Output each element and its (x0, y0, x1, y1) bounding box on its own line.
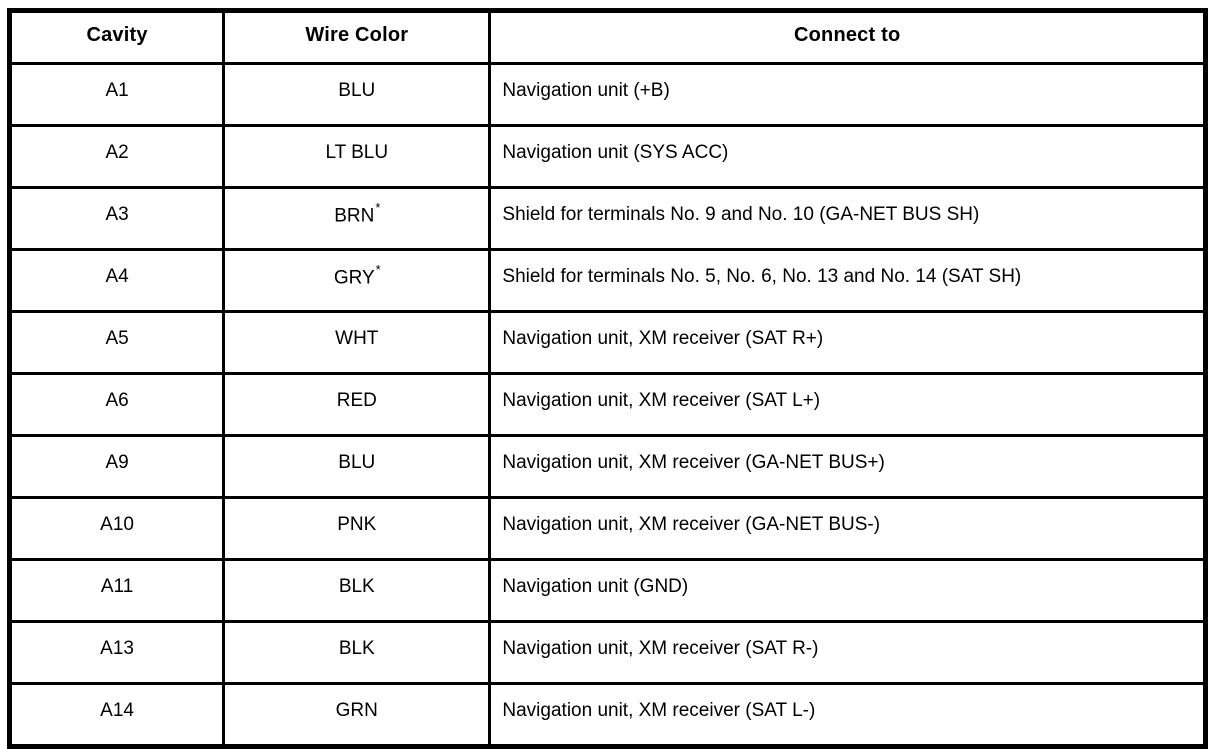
column-header-wire-color: Wire Color (222, 9, 492, 65)
footnote-asterisk: * (375, 261, 381, 277)
wire-color-cell: BLK (222, 558, 492, 623)
cavity-cell: A10 (7, 496, 226, 561)
connect-to-cell: Navigation unit, XM receiver (GA-NET BUS… (488, 434, 1207, 499)
wire-color-cell: BLU (222, 62, 492, 127)
connect-to-cell: Navigation unit (GND) (488, 558, 1207, 623)
connect-to-cell: Navigation unit, XM receiver (SAT R-) (488, 620, 1207, 685)
column-header-connect-to: Connect to (488, 9, 1207, 65)
cavity-cell: A2 (7, 124, 226, 189)
cavity-cell: A5 (7, 310, 226, 375)
table-header-row: Cavity Wire Color Connect to (7, 9, 1207, 65)
connect-to-cell: Navigation unit, XM receiver (SAT L-) (488, 682, 1207, 748)
wire-color-cell: PNK (222, 496, 492, 561)
wire-color-cell: WHT (222, 310, 492, 375)
connect-to-cell: Navigation unit, XM receiver (SAT L+) (488, 372, 1207, 437)
cavity-cell: A9 (7, 434, 226, 499)
cavity-cell: A1 (7, 62, 226, 127)
cavity-cell: A13 (7, 620, 226, 685)
connect-to-cell: Navigation unit, XM receiver (SAT R+) (488, 310, 1207, 375)
wire-color-cell: RED (222, 372, 492, 437)
cavity-cell: A14 (7, 682, 226, 748)
wire-color-cell: BLU (222, 434, 492, 499)
wire-color-cell: BRN* (222, 186, 492, 251)
connect-to-cell: Navigation unit (+B) (488, 62, 1207, 127)
connect-to-cell: Navigation unit, XM receiver (GA-NET BUS… (488, 496, 1207, 561)
footnote-asterisk: * (375, 199, 381, 215)
connect-to-cell: Navigation unit (SYS ACC) (488, 124, 1207, 189)
cavity-cell: A6 (7, 372, 226, 437)
wire-color-cell: GRN (222, 682, 492, 748)
cavity-cell: A11 (7, 558, 226, 623)
connect-to-cell: Shield for terminals No. 5, No. 6, No. 1… (488, 248, 1207, 313)
wire-color-cell: BLK (222, 620, 492, 685)
connect-to-cell: Shield for terminals No. 9 and No. 10 (G… (488, 186, 1207, 251)
cavity-cell: A4 (7, 248, 226, 313)
column-header-cavity: Cavity (7, 9, 226, 65)
wire-color-cell: LT BLU (222, 124, 492, 189)
cavity-cell: A3 (7, 186, 226, 251)
wire-color-cell: GRY* (222, 248, 492, 313)
